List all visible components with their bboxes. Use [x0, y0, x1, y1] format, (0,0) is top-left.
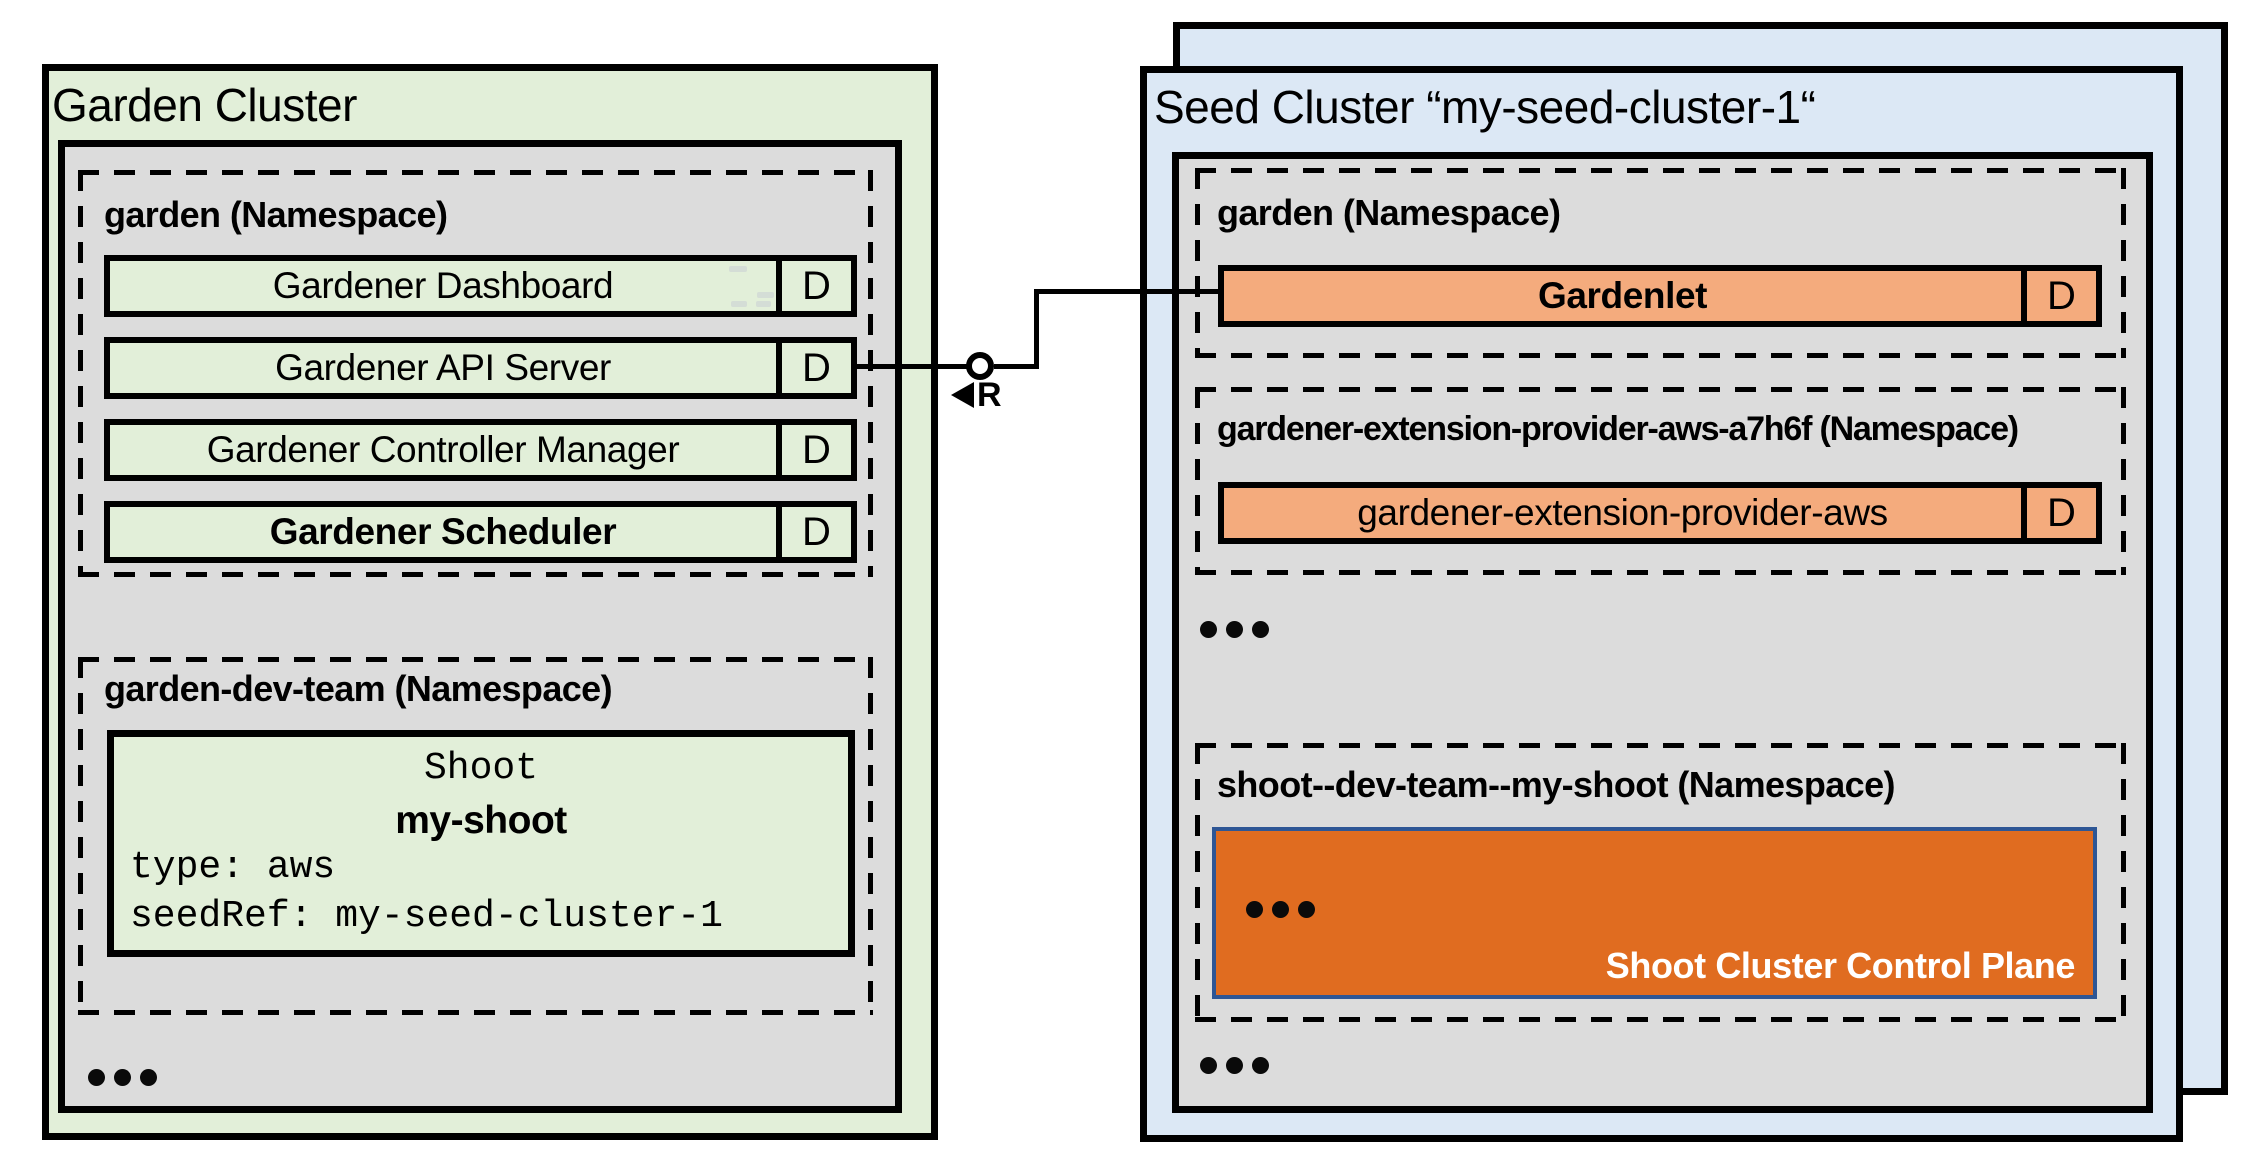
component-label: Gardener Controller Manager [206, 429, 680, 470]
connector-segment-horizontal-mid [994, 364, 1039, 369]
deployment-badge: D [776, 261, 851, 311]
garden-namespace-title: garden (Namespace) [104, 194, 448, 235]
dashed-border [78, 1010, 873, 1015]
ellipsis-icon [1246, 901, 1315, 918]
faint-dash-artifact [756, 301, 771, 307]
dot [1272, 901, 1289, 918]
dot [1298, 901, 1315, 918]
garden-namespace-box [78, 170, 873, 577]
dashed-border [1195, 1017, 2126, 1022]
dashed-border [78, 657, 83, 1015]
seed-garden-namespace-title: garden (Namespace) [1217, 192, 1561, 233]
dot [1200, 621, 1217, 638]
relationship-label: R [977, 376, 1002, 414]
component-row-extension-provider-aws: gardener-extension-provider-aws D [1218, 482, 2102, 544]
component-label: Gardener Dashboard [272, 265, 614, 306]
control-plane-label: Shoot Cluster Control Plane [1605, 945, 2076, 986]
dot [1252, 621, 1269, 638]
shoot-cluster-control-plane-box: Shoot Cluster Control Plane [1212, 827, 2097, 999]
dashed-border [78, 572, 873, 577]
shoot-kind: Shoot [423, 747, 539, 790]
connector-segment-horizontal-left [857, 364, 967, 369]
extension-namespace-title: gardener-extension-provider-aws-a7h6f (N… [1217, 410, 2019, 448]
dot [1226, 1057, 1243, 1074]
dot [1226, 621, 1243, 638]
dashed-border [78, 170, 873, 175]
component-label: Gardener API Server [275, 347, 611, 388]
connector-segment-vertical [1034, 289, 1039, 369]
dot [1200, 1057, 1217, 1074]
shoot-spec-type: type: aws [130, 845, 336, 889]
dashed-border [1195, 743, 2126, 748]
faint-dash-artifact [757, 292, 774, 298]
relationship-marker: R [951, 378, 1002, 412]
seed-cluster-title: Seed Cluster “my-seed-cluster-1“ [1154, 81, 1816, 133]
ellipsis-icon [1200, 1057, 1269, 1074]
component-row-gardener-api-server: Gardener API Server D [104, 337, 857, 399]
deployment-badge: D [2021, 488, 2096, 538]
dashed-border [78, 170, 83, 577]
faint-dash-artifact [731, 301, 747, 307]
dashed-border [1195, 387, 1200, 575]
component-row-gardenlet: Gardenlet D [1218, 265, 2102, 327]
garden-dev-team-namespace-title: garden-dev-team (Namespace) [104, 668, 613, 709]
component-row-gardener-scheduler: Gardener Scheduler D [104, 501, 857, 563]
shoot-name: my-shoot [395, 798, 567, 842]
component-label: Gardener Scheduler [269, 511, 617, 552]
dot [114, 1069, 131, 1086]
shoot-resource-card: Shoot my-shoot type: aws seedRef: my-see… [107, 730, 855, 957]
component-row-gardener-controller-manager: Gardener Controller Manager D [104, 419, 857, 481]
dashed-border [1195, 353, 2126, 358]
dot [1246, 901, 1263, 918]
connector-segment-horizontal-right [1034, 289, 1218, 294]
shoot-namespace-box [1195, 743, 2126, 1022]
shoot-spec-seedref: seedRef: my-seed-cluster-1 [130, 895, 723, 939]
shoot-namespace-title: shoot--dev-team--my-shoot (Namespace) [1217, 764, 1896, 805]
garden-cluster-title: Garden Cluster [52, 79, 357, 131]
dashed-border [868, 657, 873, 1015]
interface-circle-icon [966, 352, 994, 380]
dashed-border [2121, 387, 2126, 575]
dashed-border [868, 170, 873, 577]
extension-namespace-box [1195, 387, 2126, 575]
dashed-border [1195, 168, 1200, 358]
component-label: Gardenlet [1537, 275, 1708, 316]
dashed-border [1195, 387, 2126, 392]
dashed-border [2121, 168, 2126, 358]
dot [140, 1069, 157, 1086]
ellipsis-icon [1200, 621, 1269, 638]
deployment-badge: D [776, 343, 851, 393]
dashed-border [2121, 743, 2126, 1022]
faint-dash-artifact [729, 266, 747, 272]
dashed-border [1195, 743, 1200, 1022]
seed-garden-namespace-box [1195, 168, 2126, 358]
garden-dev-team-namespace-box [78, 657, 873, 1015]
component-row-gardener-dashboard: Gardener Dashboard D [104, 255, 857, 317]
dot [88, 1069, 105, 1086]
dot [1252, 1057, 1269, 1074]
dashed-border [1195, 168, 2126, 173]
deployment-badge: D [776, 425, 851, 475]
deployment-badge: D [776, 507, 851, 557]
component-label: gardener-extension-provider-aws [1357, 492, 1888, 533]
ellipsis-icon [88, 1069, 157, 1086]
dashed-border [1195, 570, 2126, 575]
dashed-border [78, 657, 873, 662]
deployment-badge: D [2021, 271, 2096, 321]
left-arrowhead-icon [951, 382, 974, 408]
